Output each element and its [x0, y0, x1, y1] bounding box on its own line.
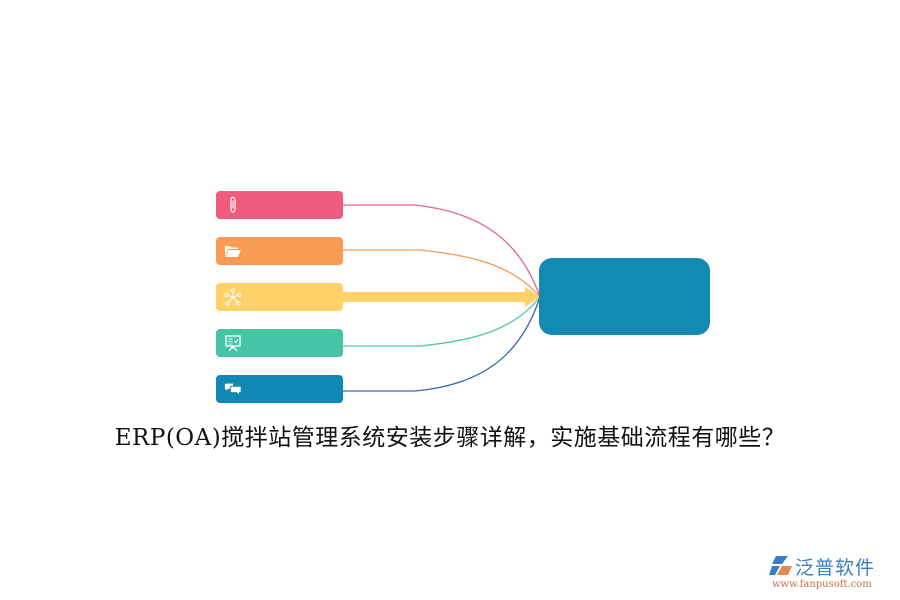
connector-4	[343, 296, 541, 347]
watermark-url: www.fanpusoft.com	[772, 579, 872, 590]
connector-3-arrow	[343, 287, 540, 307]
node-presentation[interactable]	[216, 329, 343, 357]
node-attachments[interactable]	[216, 191, 343, 219]
paperclip-icon	[224, 196, 242, 214]
node-network[interactable]	[216, 283, 343, 311]
node-folder[interactable]	[216, 237, 343, 265]
folder-open-icon	[224, 242, 242, 260]
node-discussion[interactable]	[216, 375, 343, 403]
watermark-logo: 泛普软件 www.fanpusoft.com	[768, 553, 893, 593]
connector-2	[343, 249, 541, 298]
presentation-board-icon	[224, 334, 242, 352]
diagram-title: ERP(OA)搅拌站管理系统安装步骤详解，实施基础流程有哪些？	[114, 425, 786, 451]
fanpu-logo-icon	[769, 556, 792, 575]
central-topic-node[interactable]	[539, 258, 710, 335]
chat-bubbles-icon	[224, 380, 242, 398]
connector-1	[343, 204, 541, 298]
connector-5	[343, 296, 541, 392]
watermark-brand: 泛普软件	[795, 557, 876, 579]
network-hub-icon	[224, 288, 242, 306]
